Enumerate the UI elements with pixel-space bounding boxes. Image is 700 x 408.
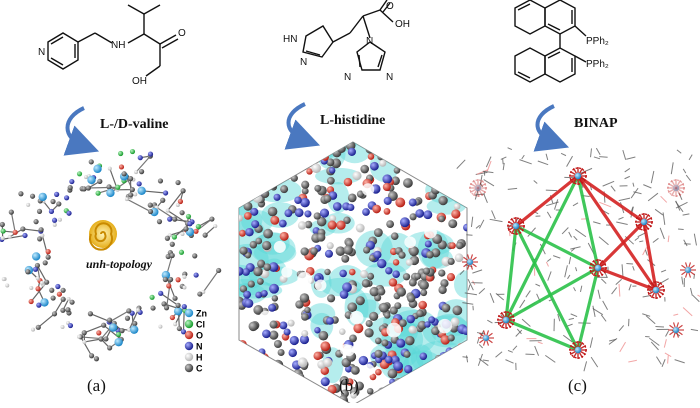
- legend-swatch-zn: [185, 309, 193, 317]
- legend-label-h: H: [196, 353, 203, 363]
- legend-swatch-h: [185, 353, 193, 361]
- legend-swatch-c: [185, 364, 193, 372]
- curved-arrow-c-icon: [538, 106, 555, 142]
- atom-imidazoline-hn: HN: [283, 34, 297, 45]
- arrow-label-valine: L-/D-valine: [100, 117, 168, 133]
- panel-label-a: (a): [87, 376, 106, 396]
- atom-hydroxyl-oh: OH: [132, 76, 147, 87]
- framework-c-cage: [457, 148, 700, 372]
- atom-triazole-n3: N: [344, 72, 351, 83]
- framework-a-unh: [0, 149, 221, 361]
- molecule-histidine-derivative: [303, 0, 393, 70]
- atom-amine-nh: NH: [111, 40, 125, 51]
- arrow-label-histidine: L-histidine: [320, 113, 385, 129]
- curved-arrow-a-icon: [68, 108, 85, 146]
- legend-label-n: N: [196, 342, 203, 352]
- atom-carbonyl-o: O: [178, 28, 186, 39]
- legend-swatch-o: [185, 331, 193, 339]
- atom-phosphine-2: PPh₂: [586, 59, 609, 70]
- atom-hydroxyl-oh-b: OH: [395, 19, 410, 30]
- swirl-icon: [89, 220, 117, 250]
- atom-triazole-n1: N: [366, 36, 373, 47]
- atom-carbonyl-o-b: O: [386, 1, 394, 12]
- topology-label: unh-topology: [86, 257, 152, 272]
- legend-label-c: C: [196, 364, 203, 374]
- atom-triazole-n2: N: [386, 72, 393, 83]
- legend-label-zn: Zn: [196, 309, 207, 319]
- framework-b-atoms: [214, 128, 478, 403]
- curved-arrow-b-icon: [289, 104, 306, 140]
- atom-imidazoline-n: N: [300, 57, 307, 68]
- atom-pyridine-n: N: [38, 47, 45, 58]
- atom-phosphine-1: PPh₂: [586, 36, 609, 47]
- legend-label-cl: Cl: [196, 320, 205, 330]
- arrow-label-binap: BINAP: [574, 116, 618, 132]
- legend-swatch-cl: [185, 320, 193, 328]
- panel-label-c: (c): [568, 376, 587, 396]
- legend-label-o: O: [196, 331, 203, 341]
- panel-label-b: (b): [339, 376, 359, 396]
- legend-swatch-n: [185, 342, 193, 350]
- molecule-binap: [515, 0, 586, 82]
